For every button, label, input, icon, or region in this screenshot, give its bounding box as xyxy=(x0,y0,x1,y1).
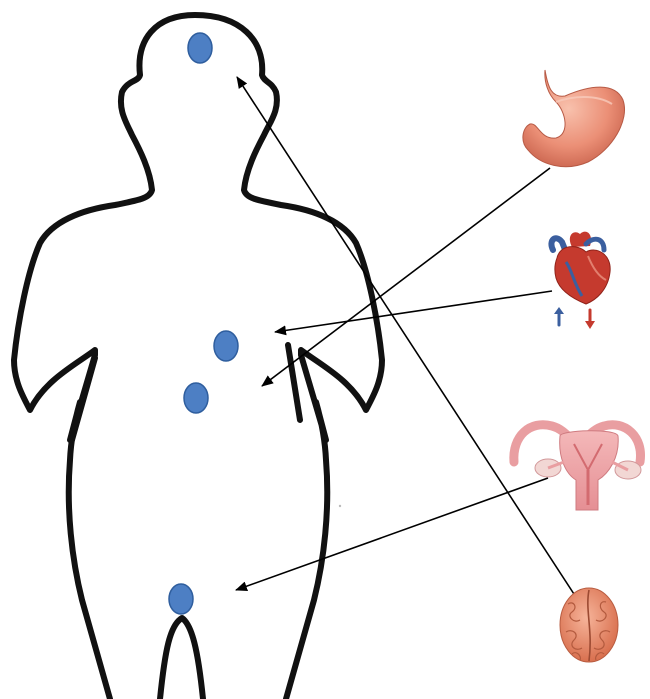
speck xyxy=(339,505,341,507)
brain-icon xyxy=(560,588,618,662)
marker-abdomen[interactable] xyxy=(184,383,208,413)
marker-head[interactable] xyxy=(188,33,212,63)
marker-pelvis[interactable] xyxy=(169,584,193,614)
marker-chest[interactable] xyxy=(214,331,238,361)
